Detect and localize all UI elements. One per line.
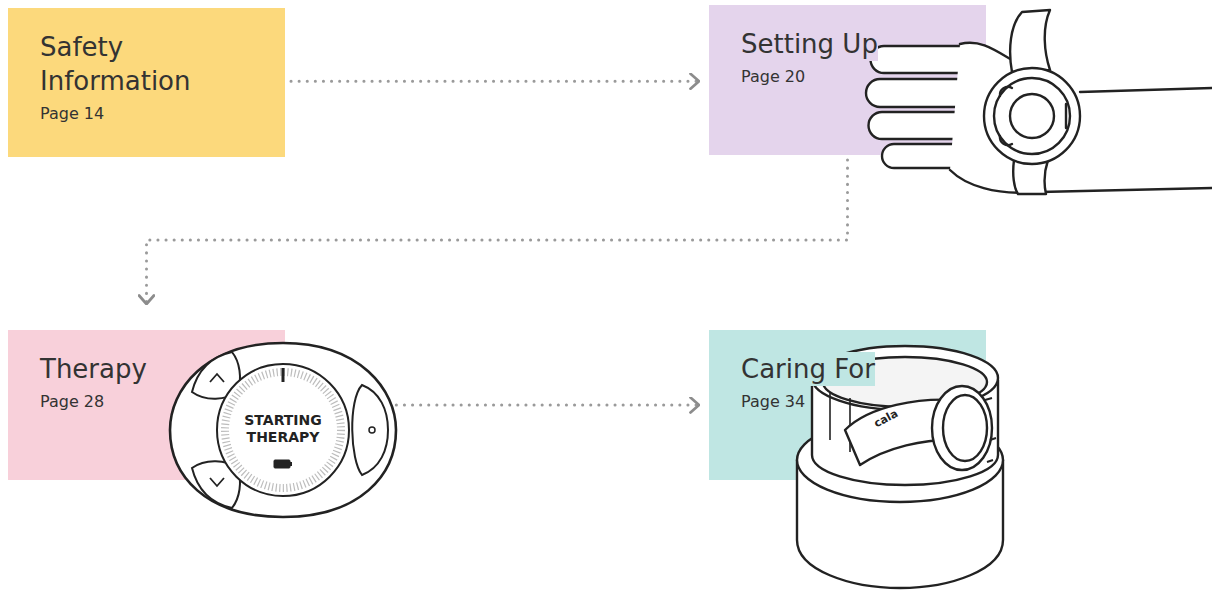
- page-reference: Page 14: [40, 102, 104, 126]
- section-title: Setting Up: [741, 27, 878, 61]
- page-reference: Page 20: [741, 65, 805, 89]
- dotted-arrow: [147, 160, 848, 304]
- dotted-arrow: [291, 404, 699, 407]
- dotted-arrow: [291, 80, 699, 83]
- brand-mark: cala: [865, 403, 906, 433]
- hand-illustration: [866, 10, 1212, 194]
- section-box: Caring ForPage 34: [709, 330, 986, 480]
- section-box: Safety InformationPage 14: [8, 8, 285, 157]
- section-title: Caring For: [741, 352, 875, 386]
- section-box: Setting Up Page 20: [709, 5, 986, 155]
- page-reference: Page 28: [40, 390, 104, 414]
- section-box: TherapyPage 28: [8, 330, 285, 480]
- controller-illustration: [170, 343, 396, 517]
- section-title: Safety Information: [40, 30, 230, 98]
- section-title: Therapy: [40, 352, 147, 386]
- charger-illustration: [797, 346, 1003, 588]
- page-reference: Page 34: [741, 390, 805, 414]
- screen-text: STARTING THERAPY: [233, 412, 333, 446]
